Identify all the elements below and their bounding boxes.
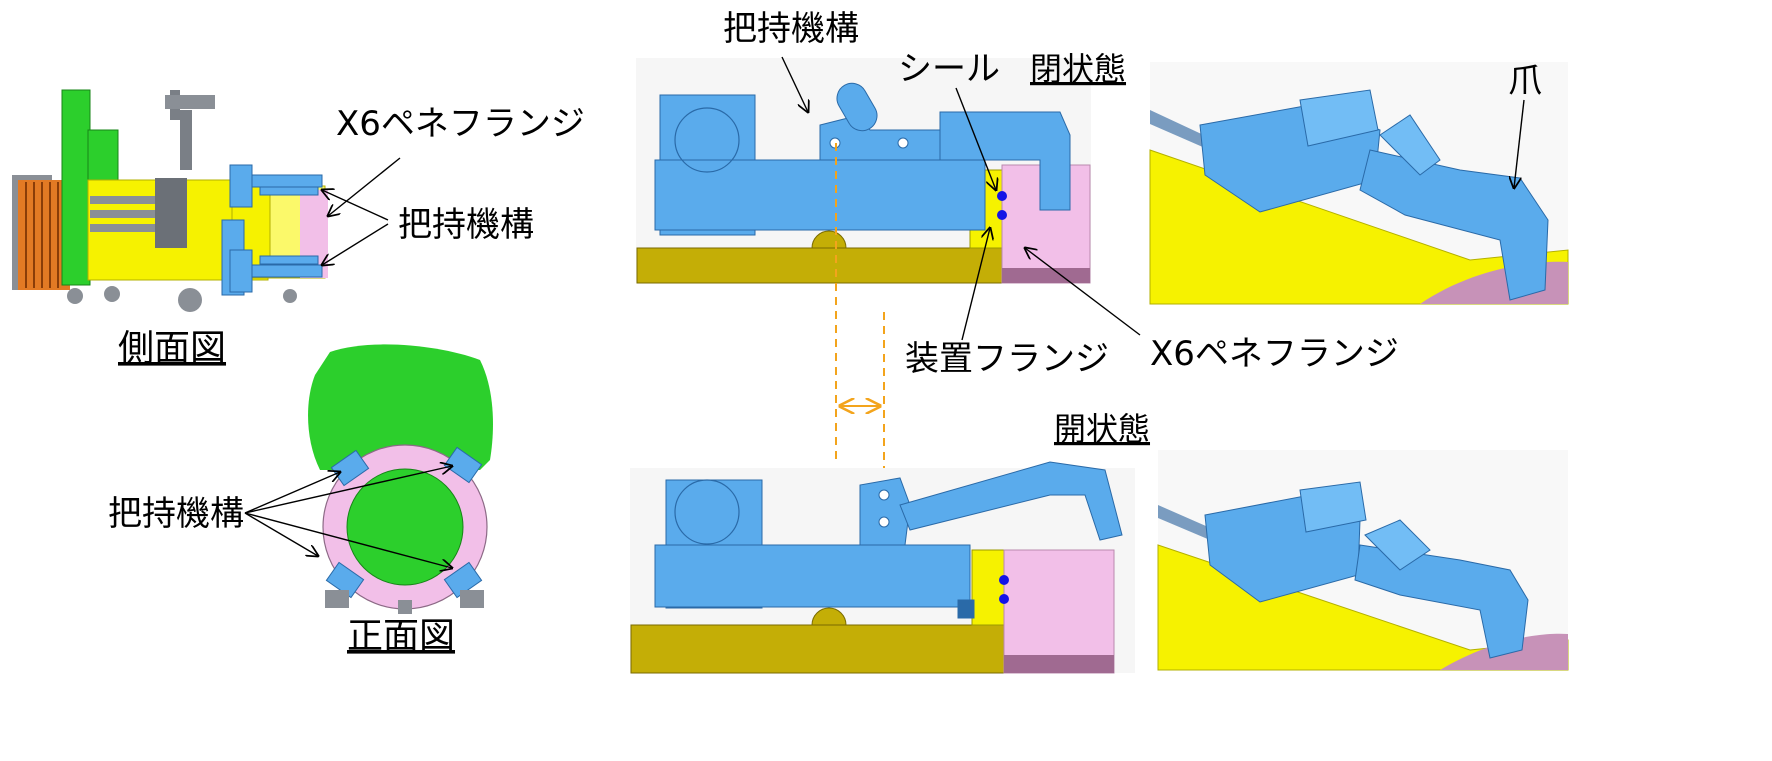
side-view-drawing: [12, 89, 328, 312]
open-state-label: 開状態: [1054, 410, 1150, 448]
green-support-plate: [61, 89, 91, 286]
open-seal-dot-lower: [999, 594, 1009, 604]
front-view-drawing: [308, 344, 493, 614]
grip-front-label: 把持機構: [108, 494, 244, 534]
side-view-label: 側面図: [118, 328, 226, 369]
gray-block: [155, 178, 187, 248]
claw-leader: [1514, 99, 1525, 188]
closed-base: [636, 247, 1006, 284]
closed-state-label: 閉状態: [1030, 50, 1126, 88]
seal-label: シール: [898, 49, 1000, 89]
side-grip-mechanism: [229, 164, 323, 293]
grip-top-label: 把持機構: [723, 9, 859, 49]
grip-top-leader: [781, 56, 808, 112]
device-flange-label: 装置フランジ: [905, 339, 1109, 379]
closed-state-section: [636, 58, 1091, 284]
open-state-section: [630, 461, 1135, 674]
front-green-support: [308, 344, 493, 470]
open-grip-mechanism: [654, 461, 1123, 619]
seal-leader: [955, 87, 996, 190]
closed-seal-dot-lower: [997, 210, 1007, 220]
claw-label: 爪: [1508, 61, 1542, 101]
front-leader-lines: [244, 466, 452, 568]
front-feet: [325, 590, 484, 614]
open-device-flange: [971, 549, 1005, 626]
open-base: [630, 624, 1007, 674]
side-leader-lines: [322, 157, 401, 265]
open-x6-flange: [1003, 549, 1115, 674]
x6-flange-detail-label: X6ペネフランジ: [1150, 334, 1399, 374]
open-seal-dot-upper: [999, 575, 1009, 585]
side-feet: [67, 286, 297, 312]
render-closed: [1149, 62, 1569, 305]
device-flange-leader: [961, 228, 990, 341]
closed-seal-dot-upper: [997, 191, 1007, 201]
front-view-label: 正面図: [347, 616, 455, 657]
x6-flange-side-label: X6ペネフランジ: [336, 104, 585, 144]
render-open: [1157, 450, 1569, 671]
bellows: [18, 180, 70, 290]
x6-flange-detail-leader: [1025, 248, 1141, 336]
grip-side-label: 把持機構: [398, 205, 534, 245]
